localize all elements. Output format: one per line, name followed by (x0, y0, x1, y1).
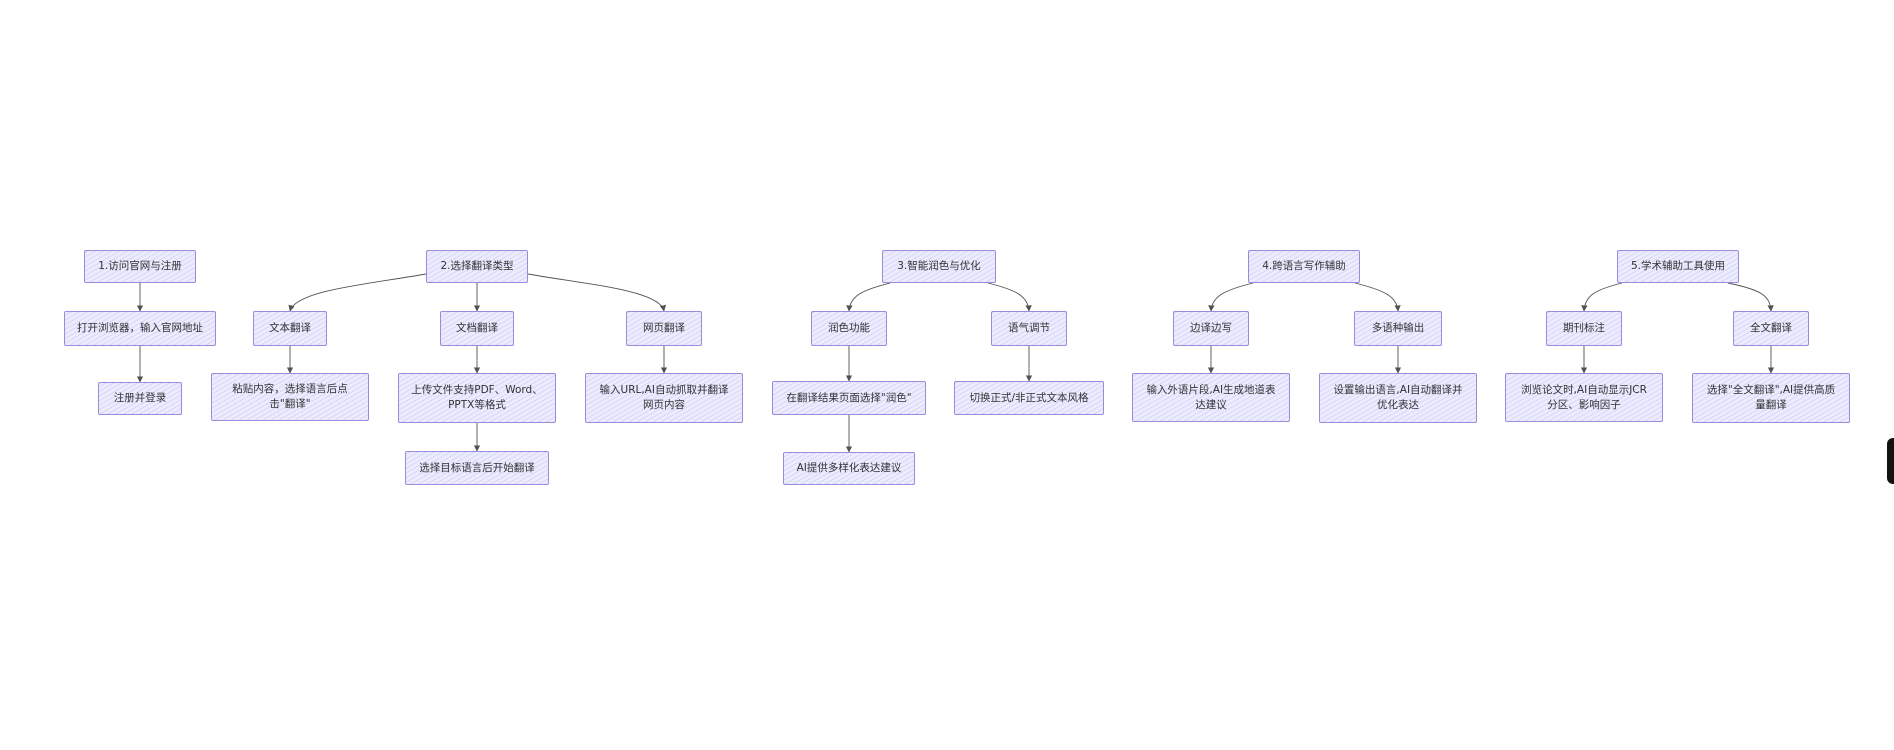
edge-s4-s4b (1354, 282, 1401, 312)
node-journal-annotation: 期刊标注 (1546, 311, 1622, 346)
node-web-translation: 网页翻译 (626, 311, 702, 346)
edge-s4-s4a (1208, 282, 1254, 312)
node-doc-translation: 文档翻译 (440, 311, 514, 346)
node-polish-function: 润色功能 (811, 311, 887, 346)
node-browse-paper: 浏览论文时,AI自动显示JCR 分区、影响因子 (1505, 373, 1663, 422)
node-switch-style: 切换正式/非正式文本风格 (954, 381, 1104, 415)
node-select-full-translation: 选择"全文翻译",AI提供高质 量翻译 (1692, 373, 1850, 423)
node-step4-writing-assist: 4.跨语言写作辅助 (1248, 250, 1360, 283)
node-step5-academic-tools: 5.学术辅助工具使用 (1617, 250, 1739, 283)
node-input-foreign-fragment: 输入外语片段,AI生成地道表 达建议 (1132, 373, 1290, 422)
node-step3-polish: 3.智能润色与优化 (882, 250, 996, 283)
node-input-url: 输入URL,AI自动抓取并翻译 网页内容 (585, 373, 743, 423)
node-step1-visit-register: 1.访问官网与注册 (84, 250, 196, 283)
node-set-output-language: 设置输出语言,AI自动翻译并 优化表达 (1319, 373, 1477, 423)
node-tone-adjust: 语气调节 (991, 311, 1067, 346)
edge-s3-s3b (987, 282, 1032, 312)
edge-s2-s2c (527, 273, 667, 312)
node-paste-content: 粘贴内容，选择语言后点 击"翻译" (211, 373, 369, 421)
side-scroll-handle[interactable] (1887, 438, 1894, 484)
node-full-translation: 全文翻译 (1733, 311, 1809, 346)
edge-s5-s5a (1581, 282, 1623, 312)
node-step2-choose-type: 2.选择翻译类型 (426, 250, 528, 283)
node-translate-while-write: 边译边写 (1173, 311, 1249, 346)
node-select-polish: 在翻译结果页面选择"润色" (772, 381, 926, 415)
node-upload-file: 上传文件支持PDF、Word、 PPTX等格式 (398, 373, 556, 423)
node-select-target-language: 选择目标语言后开始翻译 (405, 451, 549, 485)
edge-s5-s5b (1727, 282, 1774, 312)
edge-s2-s2a (288, 273, 427, 312)
node-register-login: 注册并登录 (98, 382, 182, 415)
node-open-browser: 打开浏览器，输入官网地址 (64, 311, 216, 346)
node-multilingual-output: 多语种输出 (1354, 311, 1442, 346)
node-ai-suggestions: AI提供多样化表达建议 (783, 452, 915, 485)
edge-s3-s3a (846, 282, 891, 312)
node-text-translation: 文本翻译 (253, 311, 327, 346)
